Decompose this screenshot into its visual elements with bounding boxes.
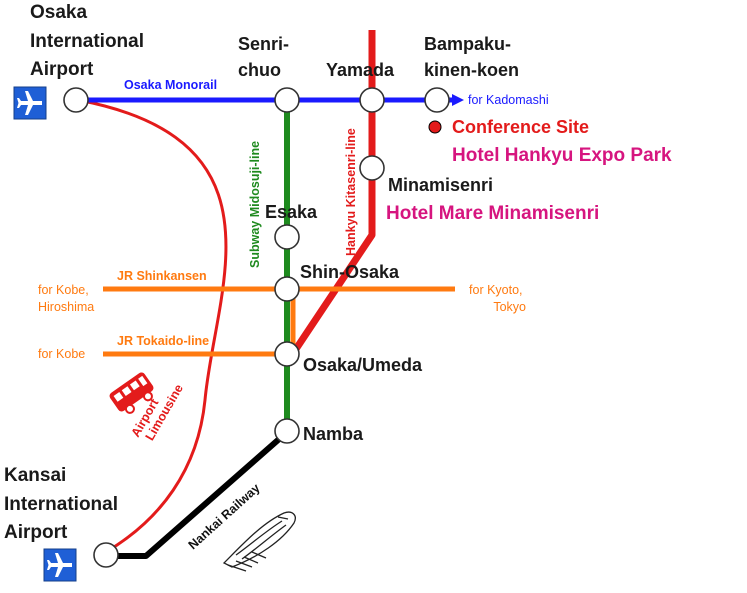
jr-tokaido-label: JR Tokaido-line (117, 334, 209, 348)
station-esaka[interactable] (274, 224, 300, 250)
for-kobe-label: for Kobe (38, 347, 85, 361)
jr-shinkansen-label: JR Shinkansen (117, 269, 207, 283)
monorail-arrow (452, 94, 464, 106)
for-kyoto-tokyo-label: for Kyoto, Tokyo (469, 283, 526, 314)
kansai-airport-label: Kansai International Airport (4, 465, 123, 543)
bus-icon (109, 372, 154, 414)
station-kansai-airport[interactable] (93, 542, 119, 568)
airport-limousine-route (77, 98, 228, 554)
station-yamada[interactable] (359, 87, 385, 113)
airplane-icon (43, 548, 77, 582)
station-senri-chuo[interactable] (274, 87, 300, 113)
bampaku-kinen-koen-label: Bampaku- kinen-koen (424, 34, 519, 80)
nankai-railway-line (106, 430, 288, 559)
namba-label: Namba (303, 424, 364, 444)
yamada-label: Yamada (326, 60, 395, 80)
minamisenri-label: Minamisenri (388, 175, 493, 195)
for-kobe-hiroshima-label: for Kobe, Hiroshima (38, 283, 94, 314)
esaka-label: Esaka (265, 202, 318, 222)
station-namba[interactable] (274, 418, 300, 444)
senri-chuo-label: Senri- chuo (238, 34, 294, 80)
subway-midosuji-label: Subway Midosuji-line (248, 141, 262, 268)
osaka-umeda-label: Osaka/Umeda (303, 355, 423, 375)
hotel-mare-minamisenri-label: Hotel Mare Minamisenri (386, 203, 599, 224)
station-osaka-airport[interactable] (63, 87, 89, 113)
osaka-monorail-label: Osaka Monorail (124, 78, 217, 92)
hotel-hankyu-expo-park-label: Hotel Hankyu Expo Park (452, 145, 672, 166)
station-bampaku-kinen-koen[interactable] (424, 87, 450, 113)
hankyu-kitasenri-label: Hankyu Kitasenri-line (344, 128, 358, 256)
conference-site-label: Conference Site (452, 117, 589, 137)
station-shin-osaka[interactable] (274, 276, 300, 302)
conference-site-marker[interactable] (428, 120, 442, 134)
station-osaka-umeda[interactable] (274, 341, 300, 367)
shin-osaka-label: Shin-Osaka (300, 262, 400, 282)
osaka-airport-label: Osaka International Airport (30, 2, 149, 80)
train-icon (222, 511, 296, 572)
nankai-railway-label: Nankai Railway (186, 481, 263, 552)
airplane-icon (13, 86, 47, 120)
for-kadomashi-label: for Kadomashi (468, 93, 549, 107)
station-minamisenri[interactable] (359, 155, 385, 181)
